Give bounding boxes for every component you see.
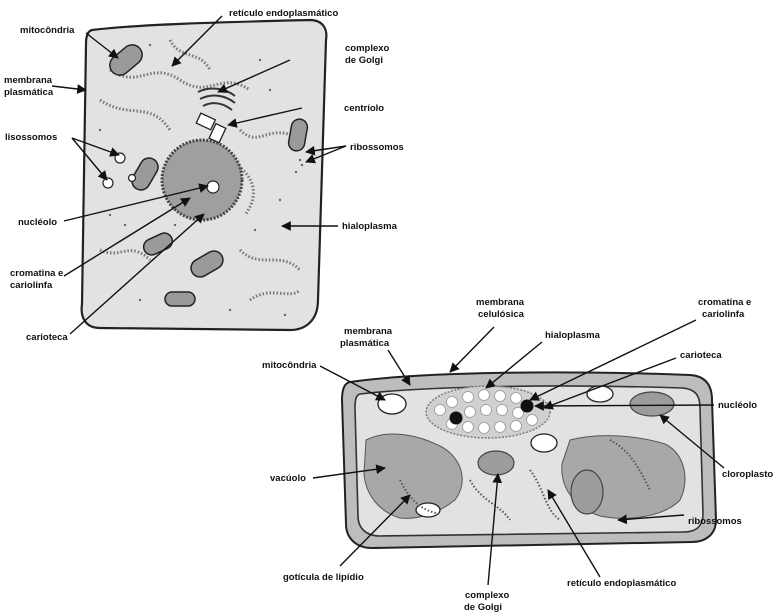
label-reticulo: retículo endoplasmático (567, 578, 676, 589)
label-cloroplasto: cloroplasto (722, 469, 773, 480)
label-membrana-line2: plasmática (4, 87, 54, 98)
label-reticulo: retículo endoplasmático (229, 8, 338, 19)
label-ribossomos: ribossomos (350, 142, 404, 153)
label-nucleolo: nucléolo (718, 400, 757, 411)
label-celulosica-line1: membrana (476, 297, 525, 308)
animal-nucleolus (207, 181, 219, 193)
label-membrana-line1: membrana (4, 75, 53, 86)
label-cromatina-line1: cromatina e (10, 268, 63, 279)
label-vacuolo: vacúolo (270, 473, 306, 484)
label-membrana-line2: plasmática (340, 338, 390, 349)
label-hialoplasma: hialoplasma (545, 330, 601, 341)
label-cromatina-line2: cariolinfa (702, 309, 745, 320)
label-carioteca: carioteca (680, 350, 722, 361)
label-carioteca: carioteca (26, 332, 68, 343)
label-goticula: gotícula de lipídio (283, 572, 364, 583)
label-celulosica-line2: celulósica (478, 309, 525, 320)
label-membrana-line1: membrana (344, 326, 393, 337)
animal-cell: mitocôndria retículo endoplasmático comp… (4, 8, 404, 343)
label-centriolo: centríolo (344, 103, 384, 114)
label-cromatina-line1: cromatina e (698, 297, 751, 308)
plant-cell: membrana celulósica cromatina e cariolin… (262, 297, 773, 613)
label-ribossomos: ribossomos (688, 516, 742, 527)
label-golgi-line1: complexo (345, 43, 390, 54)
label-nucleolo: nucléolo (18, 217, 57, 228)
label-golgi-line2: de Golgi (345, 55, 383, 66)
label-lisossomos: lisossomos (5, 132, 57, 143)
label-mitocondria: mitocôndria (20, 25, 75, 36)
label-cromatina-line2: cariolinfa (10, 280, 53, 291)
label-mitocondria: mitocôndria (262, 360, 317, 371)
label-golgi-line1: complexo (465, 590, 510, 601)
label-hialoplasma: hialoplasma (342, 221, 398, 232)
label-golgi-line2: de Golgi (464, 602, 502, 613)
